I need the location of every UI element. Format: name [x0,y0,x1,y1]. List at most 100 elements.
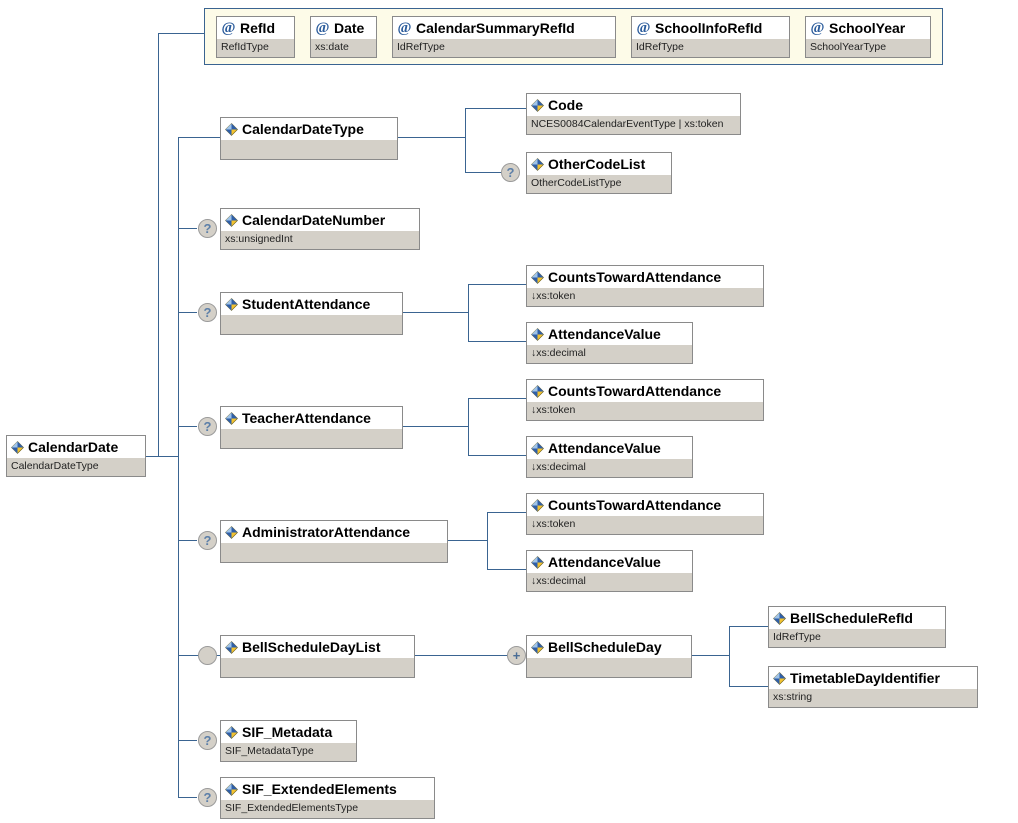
occurrence-marker-optional[interactable]: ? [198,731,217,750]
connector [465,108,526,109]
connector [468,455,526,456]
element-node-attendancevalue-administrator[interactable]: AttendanceValue ↓xs:decimal [526,550,693,592]
element-title: AdministratorAttendance [221,521,447,543]
connector [178,312,197,313]
element-node-administratorattendance[interactable]: AdministratorAttendance [220,520,448,563]
marker-label: ? [506,165,515,180]
element-icon [531,157,544,171]
element-node-sif-extendedelements[interactable]: SIF_ExtendedElements SIF_ExtendedElement… [220,777,435,819]
element-type [221,543,447,562]
element-name: BellScheduleRefId [790,610,913,626]
connector [415,655,507,656]
element-title: AttendanceValue [527,437,692,459]
element-icon [531,555,544,569]
element-type: ↓xs:token [527,402,763,420]
attribute-type: SchoolYearType [806,39,930,57]
attribute-icon: @ [397,19,412,36]
element-title: Code [527,94,740,116]
attribute-title: @ CalendarSummaryRefId [393,17,615,39]
element-node-sif-metadata[interactable]: SIF_Metadata SIF_MetadataType [220,720,357,762]
attribute-title: @ RefId [217,17,294,39]
attribute-node-refid[interactable]: @ RefId RefIdType [216,16,295,58]
attribute-node-schoolyear[interactable]: @ SchoolYear SchoolYearType [805,16,931,58]
element-node-countstowardattendance-student[interactable]: CountsTowardAttendance ↓xs:token [526,265,764,307]
element-title: TimetableDayIdentifier [769,667,977,689]
element-name: StudentAttendance [242,296,371,312]
element-icon [225,213,238,227]
element-type: xs:string [769,689,977,707]
connector-attr-trunk [158,33,159,457]
attribute-type: RefIdType [217,39,294,57]
attribute-node-calendarsummaryrefid[interactable]: @ CalendarSummaryRefId IdRefType [392,16,616,58]
element-node-attendancevalue-student[interactable]: AttendanceValue ↓xs:decimal [526,322,693,364]
element-icon [225,640,238,654]
element-node-bellscheduledaylist[interactable]: BellScheduleDayList [220,635,415,678]
element-icon [225,297,238,311]
occurrence-marker-optional[interactable] [198,646,217,665]
element-type [221,658,414,677]
element-title: CountsTowardAttendance [527,266,763,288]
element-node-bellschedulerefid[interactable]: BellScheduleRefId IdRefType [768,606,946,648]
element-title: CountsTowardAttendance [527,380,763,402]
marker-label: ? [203,790,212,805]
connector [178,540,197,541]
occurrence-marker-optional[interactable]: ? [198,303,217,322]
element-title: AttendanceValue [527,551,692,573]
element-title: BellScheduleDay [527,636,691,658]
attribute-node-schoolinforefid[interactable]: @ SchoolInfoRefId IdRefType [631,16,790,58]
connector [403,426,468,427]
element-node-countstowardattendance-administrator[interactable]: CountsTowardAttendance ↓xs:token [526,493,764,535]
element-icon [531,441,544,455]
element-name: BellScheduleDayList [242,639,381,655]
element-name: CountsTowardAttendance [548,269,722,285]
element-node-timetabledayidentifier[interactable]: TimetableDayIdentifier xs:string [768,666,978,708]
element-type: ↓xs:token [527,288,763,306]
connector [465,172,501,173]
element-name: OtherCodeList [548,156,646,172]
occurrence-marker-optional[interactable]: ? [198,219,217,238]
element-node-calendardatenumber[interactable]: CalendarDateNumber xs:unsignedInt [220,208,420,250]
element-node-othercodelist[interactable]: OtherCodeList OtherCodeListType [526,152,672,194]
attribute-icon: @ [221,19,236,36]
element-name: AttendanceValue [548,554,661,570]
attribute-name: RefId [240,20,275,36]
attribute-node-date[interactable]: @ Date xs:date [310,16,377,58]
occurrence-marker-optional[interactable]: ? [198,531,217,550]
attribute-name: CalendarSummaryRefId [416,20,575,36]
connector-element-trunk [178,137,179,798]
root-node-calendardate[interactable]: CalendarDate CalendarDateType [6,435,146,477]
connector [487,512,488,569]
element-title: BellScheduleDayList [221,636,414,658]
connector [403,312,468,313]
element-node-calendardatetype[interactable]: CalendarDateType [220,117,398,160]
element-title: CalendarDateNumber [221,209,419,231]
element-type: IdRefType [769,629,945,647]
connector [468,341,526,342]
occurrence-marker-optional[interactable]: ? [198,417,217,436]
element-node-countstowardattendance-teacher[interactable]: CountsTowardAttendance ↓xs:token [526,379,764,421]
connector [487,569,526,570]
element-icon [531,327,544,341]
root-name: CalendarDate [28,439,119,455]
element-title: CalendarDateType [221,118,397,140]
element-type [527,658,691,677]
element-type [221,315,402,334]
connector [158,456,179,457]
element-type: SIF_MetadataType [221,743,356,761]
attribute-title: @ SchoolInfoRefId [632,17,789,39]
connector [178,228,197,229]
element-node-studentattendance[interactable]: StudentAttendance [220,292,403,335]
marker-label: ? [203,733,212,748]
occurrence-marker-repeating[interactable]: + [507,646,526,665]
attribute-type: xs:date [311,39,376,57]
occurrence-marker-optional[interactable]: ? [198,788,217,807]
occurrence-marker-optional[interactable]: ? [501,163,520,182]
element-name: SIF_Metadata [242,724,333,740]
connector [468,398,526,399]
element-node-attendancevalue-teacher[interactable]: AttendanceValue ↓xs:decimal [526,436,693,478]
element-node-bellscheduleday[interactable]: BellScheduleDay [526,635,692,678]
element-node-teacherattendance[interactable]: TeacherAttendance [220,406,403,449]
connector [158,33,204,34]
element-node-code[interactable]: Code NCES0084CalendarEventType | xs:toke… [526,93,741,135]
element-name: Code [548,97,583,113]
